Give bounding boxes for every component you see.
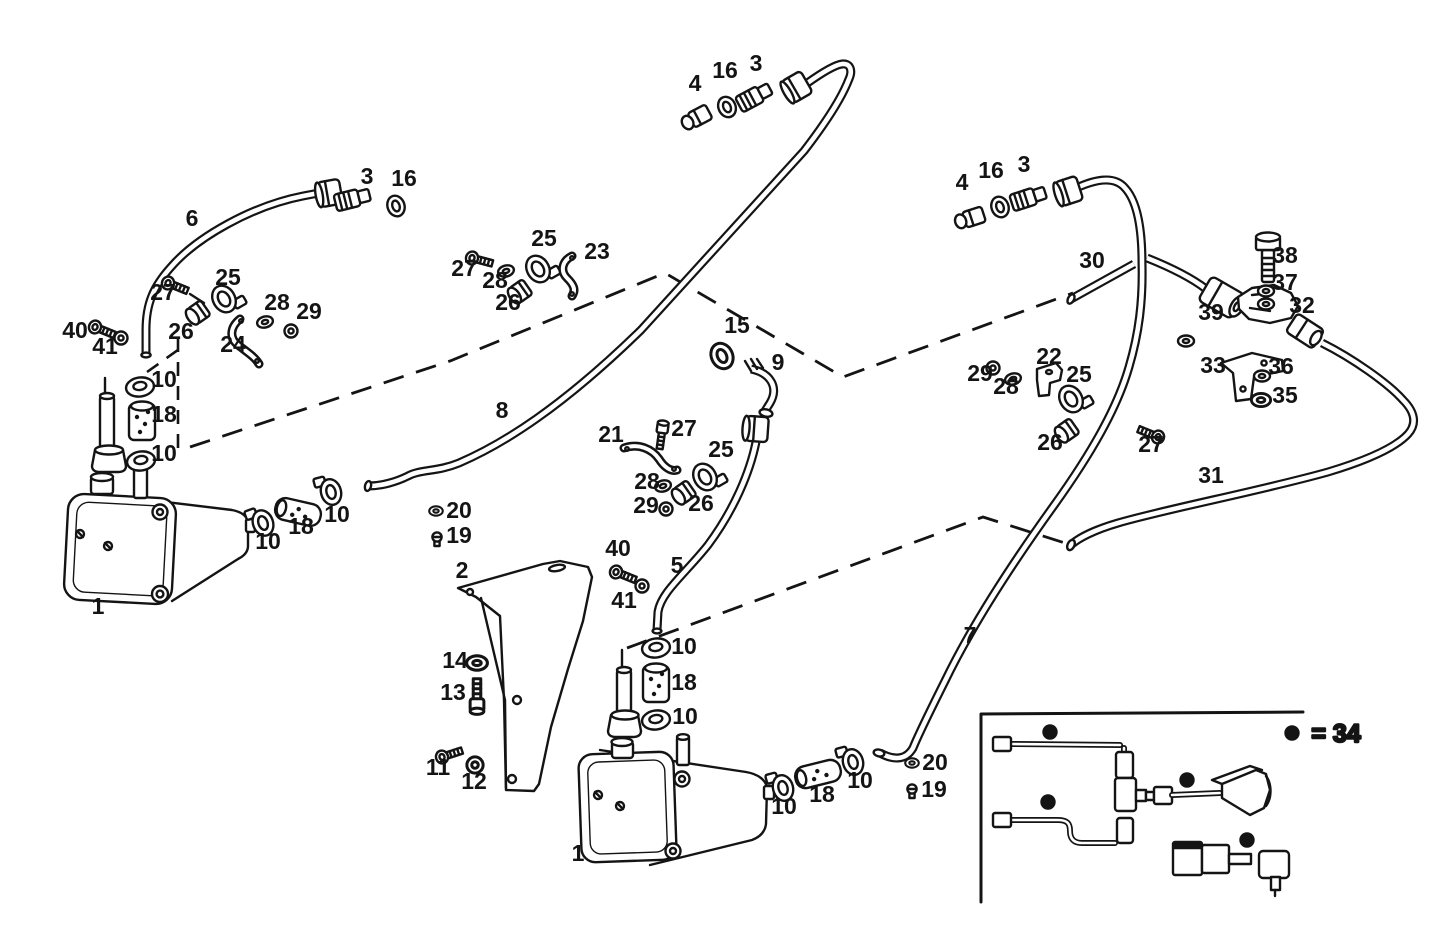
part-label-10: 10: [771, 793, 797, 819]
part-label-3: 3: [361, 163, 374, 189]
part-label-7: 7: [964, 622, 977, 648]
part-label-28: 28: [482, 267, 508, 293]
part-label-21: 21: [598, 421, 624, 447]
part-label-18: 18: [288, 513, 314, 539]
clip-22: [1035, 361, 1064, 398]
part-label-19: 19: [446, 522, 472, 548]
part-label-3: 3: [1018, 151, 1031, 177]
part-label-30: 30: [1079, 247, 1105, 273]
part-label-29: 29: [296, 298, 322, 324]
part-label-6: 6: [186, 205, 199, 231]
part-label-1: 1: [92, 593, 105, 619]
part-label-18: 18: [151, 401, 177, 427]
inset-hose-kit: = 34: [979, 710, 1362, 904]
part-label-23: 23: [584, 238, 610, 264]
part-label-35: 35: [1272, 382, 1298, 408]
part-label-19: 19: [921, 776, 947, 802]
part-label-39: 39: [1198, 299, 1224, 325]
part-label-9: 9: [772, 349, 785, 375]
part-label-27: 27: [1138, 431, 1164, 457]
part-label-22: 22: [1036, 343, 1062, 369]
part-label-25: 25: [215, 264, 241, 290]
part-label-10: 10: [672, 703, 698, 729]
part-label-3: 3: [750, 50, 763, 76]
part-label-28: 28: [993, 373, 1019, 399]
part-label-24: 24: [220, 331, 246, 357]
part-label-13: 13: [440, 679, 466, 705]
part-label-26: 26: [688, 490, 714, 516]
tube-31: [1065, 338, 1419, 552]
part-label-2: 2: [456, 557, 469, 583]
part-label-25: 25: [531, 225, 557, 251]
part-label-33: 33: [1200, 352, 1226, 378]
part-label-27: 27: [671, 415, 697, 441]
part-label-36: 36: [1268, 353, 1294, 379]
part-label-18: 18: [671, 669, 697, 695]
bracket-2: [433, 559, 594, 793]
hose-39: [1145, 253, 1246, 319]
part-label-41: 41: [611, 587, 637, 613]
legend-text: = 34: [1311, 720, 1360, 748]
part-label-16: 16: [978, 157, 1004, 183]
part-label-25: 25: [708, 436, 734, 462]
part-label-10: 10: [151, 440, 177, 466]
part-label-40: 40: [605, 535, 631, 561]
part-label-32: 32: [1289, 292, 1315, 318]
part-label-27: 27: [451, 255, 477, 281]
legend-dot-icon: [1284, 725, 1300, 741]
reservoir-pump-center: [577, 635, 920, 867]
part-label-8: 8: [496, 397, 509, 423]
right-hardware: [985, 231, 1285, 447]
part-label-12: 12: [461, 768, 487, 794]
part-label-10: 10: [324, 501, 350, 527]
part-label-40: 40: [62, 317, 88, 343]
pump-plunger: [98, 394, 116, 452]
tube-7: [872, 174, 1147, 763]
part-label-20: 20: [922, 749, 948, 775]
part-label-28: 28: [264, 289, 290, 315]
dashed-routing-lines: [103, 271, 1074, 668]
part-label-25: 25: [1066, 361, 1092, 387]
left-hardware: [85, 273, 299, 369]
part-label-10: 10: [255, 528, 281, 554]
part-label-26: 26: [495, 289, 521, 315]
part-label-1: 1: [572, 840, 585, 866]
part-label-11: 11: [426, 754, 451, 780]
part-label-29: 29: [633, 492, 659, 518]
tube-30: [1066, 260, 1137, 305]
part-label-10: 10: [847, 767, 873, 793]
part-label-31: 31: [1198, 462, 1224, 488]
part-label-10: 10: [671, 633, 697, 659]
part-label-4: 4: [956, 169, 969, 195]
part-label-10: 10: [151, 366, 177, 392]
part-label-27: 27: [150, 279, 176, 305]
part-label-18: 18: [809, 781, 835, 807]
reservoir-pump-left: [62, 374, 444, 606]
part-label-37: 37: [1272, 269, 1298, 295]
middle-assembly: [606, 338, 779, 635]
part-label-26: 26: [168, 318, 194, 344]
part-label-26: 26: [1037, 429, 1063, 455]
part-label-16: 16: [712, 57, 738, 83]
part-label-4: 4: [689, 70, 702, 96]
part-label-20: 20: [446, 497, 472, 523]
part-label-41: 41: [92, 333, 118, 359]
part-label-5: 5: [671, 552, 684, 578]
part-label-28: 28: [634, 468, 660, 494]
part-label-16: 16: [391, 165, 417, 191]
tube-6: [140, 177, 409, 359]
part-label-14: 14: [442, 647, 468, 673]
hose-8: [363, 59, 856, 493]
center-hardware: [463, 246, 579, 308]
part-label-38: 38: [1272, 242, 1298, 268]
part-label-15: 15: [724, 312, 750, 338]
part-label-29: 29: [967, 360, 993, 386]
